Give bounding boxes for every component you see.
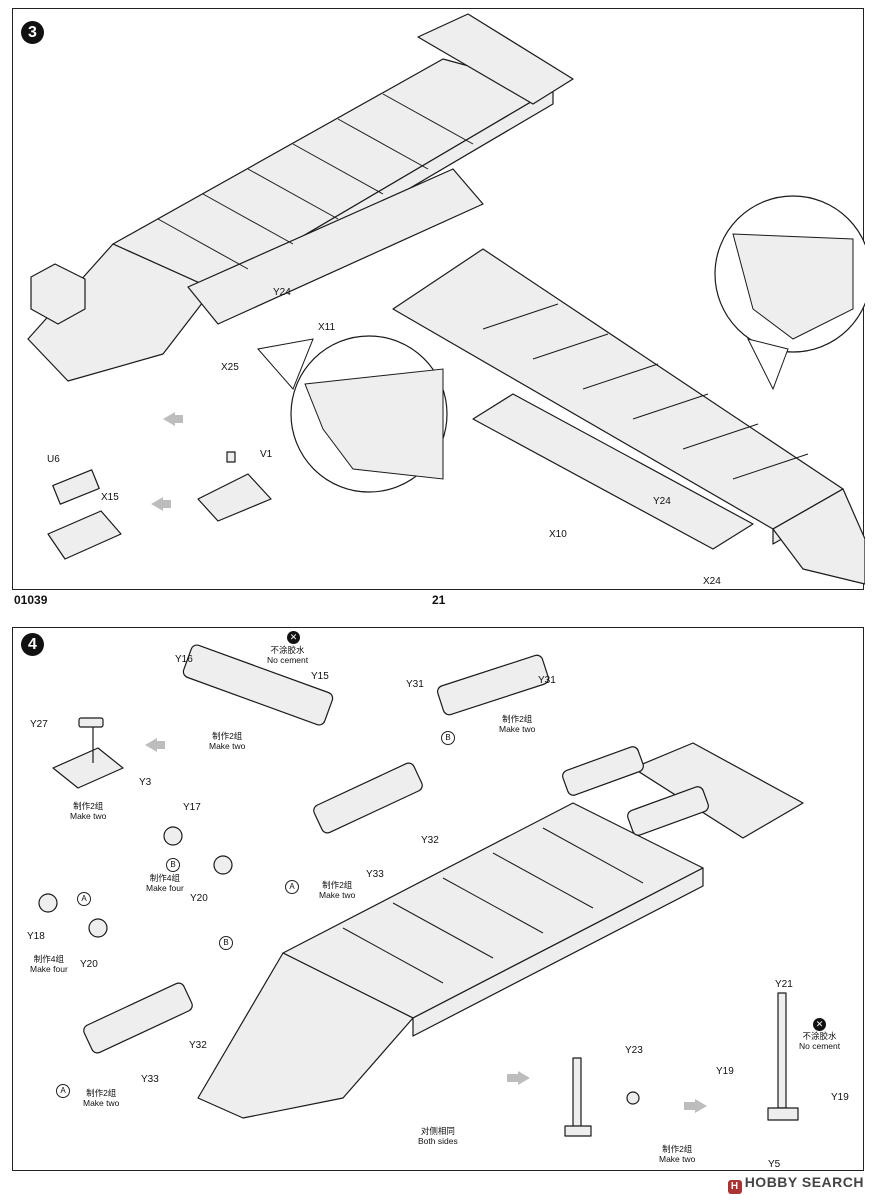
no-cement-icon: ✕ xyxy=(287,631,300,644)
axle-y32-y33-upper xyxy=(313,762,423,834)
axle-mounted-front xyxy=(562,746,644,796)
storage-box xyxy=(30,263,86,325)
plate-v1 xyxy=(197,473,272,522)
connector-b: B xyxy=(166,858,180,872)
part-label-y15: Y15 xyxy=(311,671,329,682)
detail-rail-right xyxy=(732,233,854,340)
axle-y16-y15 xyxy=(182,644,334,726)
landing-gear-foot-y23 xyxy=(564,1125,592,1137)
part-label-y27: Y27 xyxy=(30,719,48,730)
part-label-y16: Y16 xyxy=(175,654,193,665)
detail-rail-left xyxy=(304,368,444,480)
connector-a: A xyxy=(77,892,91,906)
part-label-y24: Y24 xyxy=(273,287,291,298)
part-label-y5: Y5 xyxy=(768,1159,781,1170)
part-label-y23: Y23 xyxy=(625,1045,643,1056)
page-number: 21 xyxy=(432,593,446,607)
part-label-y24-right: Y24 xyxy=(653,496,671,507)
chassis-rear-ramp xyxy=(197,952,414,1119)
part-v1 xyxy=(226,451,236,463)
part-label-x25: X25 xyxy=(221,362,239,373)
part-label-y21: Y21 xyxy=(775,979,793,990)
step-number-badge: 4 xyxy=(21,633,44,656)
landing-gear-y21 xyxy=(777,992,787,1109)
part-label-y32-lower: Y32 xyxy=(189,1040,207,1051)
wheel-y20-b xyxy=(213,855,233,875)
side-rail-x11 xyxy=(187,168,484,325)
sequence-arrows xyxy=(151,412,183,511)
part-label-y17: Y17 xyxy=(183,802,201,813)
axle-y32-y33-lower xyxy=(83,982,193,1054)
side-rail-x10 xyxy=(472,393,754,550)
part-label-y31-left: Y31 xyxy=(406,679,424,690)
part-label-y31-right: Y31 xyxy=(538,675,556,686)
rear-ramp-right xyxy=(772,488,865,585)
part-y27 xyxy=(78,717,104,728)
sequence-arrows xyxy=(145,738,707,1113)
decal-u6 xyxy=(52,469,100,505)
part-label-y33-lower: Y33 xyxy=(141,1074,159,1085)
part-label-y32-upper: Y32 xyxy=(421,835,439,846)
rear-ramp-left xyxy=(27,243,214,382)
step-3-panel: 3 xyxy=(12,8,865,590)
part-label-v1: V1 xyxy=(260,449,273,460)
plate-y3 xyxy=(52,747,124,789)
axle-y31 xyxy=(437,654,549,716)
part-label-u6: U6 xyxy=(47,454,60,465)
product-code: 01039 xyxy=(14,593,48,607)
part-label-y18: Y18 xyxy=(27,931,45,942)
part-label-y19-left: Y19 xyxy=(716,1066,734,1077)
plate-x15 xyxy=(47,510,122,560)
step-3-drawing xyxy=(27,13,865,585)
wheel-y20-a xyxy=(88,918,108,938)
crank-y23 xyxy=(626,1091,640,1105)
part-label-x11: X11 xyxy=(318,322,336,333)
axle-mounted-rear xyxy=(627,786,709,836)
chassis-gooseneck xyxy=(632,742,804,839)
connector-a: A xyxy=(285,880,299,894)
cross-members xyxy=(342,827,644,984)
part-label-x10: X10 xyxy=(549,529,567,540)
part-label-y19-right: Y19 xyxy=(831,1092,849,1103)
wheel-y18 xyxy=(38,893,58,913)
part-label-y33-upper: Y33 xyxy=(366,869,384,880)
connector-a: A xyxy=(56,1084,70,1098)
gooseneck-deck xyxy=(417,13,574,105)
connector-b: B xyxy=(219,936,233,950)
landing-gear-y23 xyxy=(572,1057,582,1129)
chassis-rail xyxy=(412,867,704,1037)
detail-callout-right xyxy=(747,338,789,391)
part-label-x15: X15 xyxy=(101,492,119,503)
step-number-badge: 3 xyxy=(21,21,44,44)
no-cement-icon: ✕ xyxy=(813,1018,826,1031)
step-4-panel: 4 xyxy=(12,627,864,1171)
detail-callout-left xyxy=(257,338,314,390)
part-label-y3: Y3 xyxy=(139,777,152,788)
part-label-x24: X24 xyxy=(703,576,721,587)
part-label-y20-a: Y20 xyxy=(80,959,98,970)
step-4-drawing xyxy=(38,644,804,1137)
landing-gear-foot-y5 xyxy=(767,1107,799,1121)
cross-members xyxy=(157,93,809,480)
part-label-y20-b: Y20 xyxy=(190,893,208,904)
watermark-logo-icon: H xyxy=(727,1180,742,1194)
wheel-y17 xyxy=(163,826,183,846)
connector-b: B xyxy=(441,731,455,745)
